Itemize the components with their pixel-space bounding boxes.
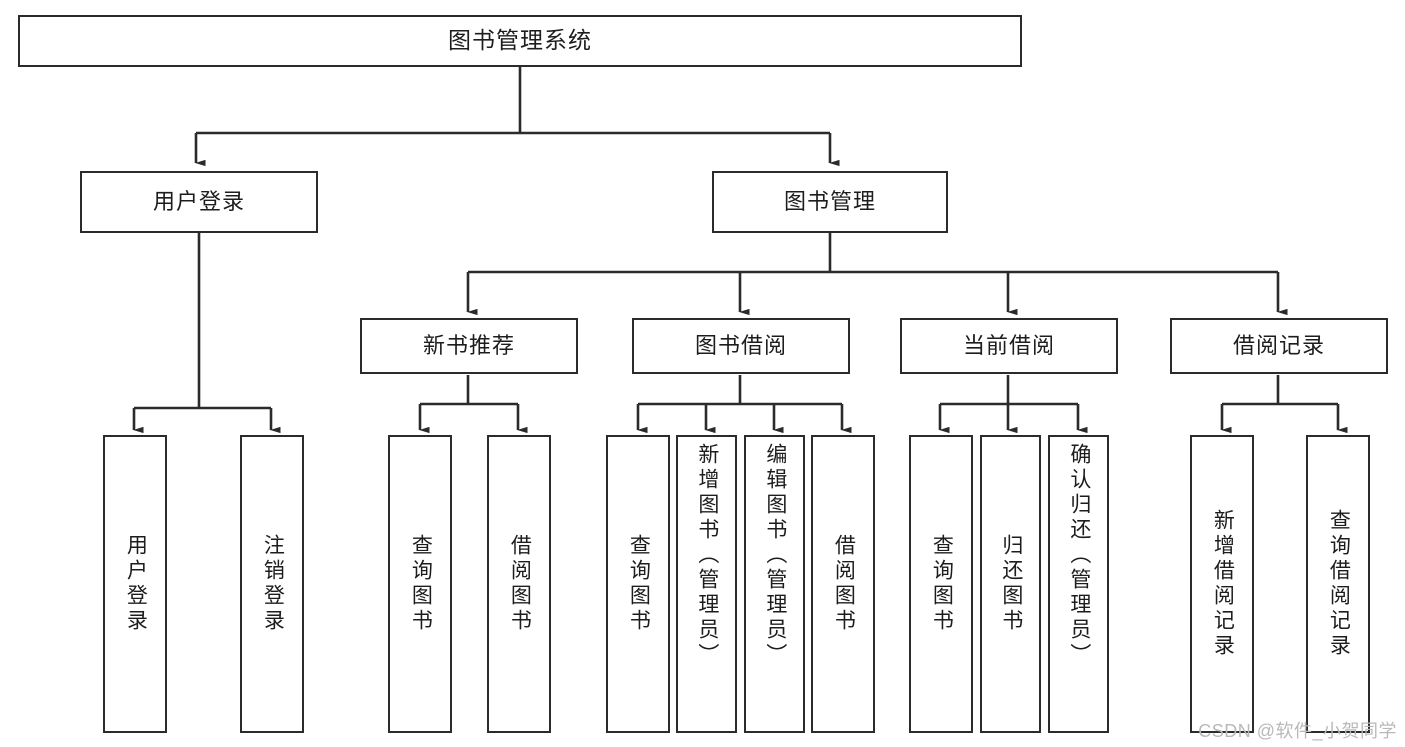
node-leaf-br-add-record[interactable]: 新增借阅记录 bbox=[1190, 435, 1254, 733]
node-leaf-br-add-record-label: 新增借阅记录 bbox=[1211, 509, 1235, 659]
node-leaf-user-login-label: 用户登录 bbox=[124, 534, 148, 634]
node-borrow-record[interactable]: 借阅记录 bbox=[1170, 318, 1388, 374]
node-leaf-rec-query-book-label: 查询图书 bbox=[409, 534, 433, 634]
node-leaf-bb-add-book-label: 新增图书（管理员） bbox=[695, 443, 719, 668]
node-leaf-user-logout[interactable]: 注销登录 bbox=[240, 435, 304, 733]
node-leaf-cb-confirm-return[interactable]: 确认归还（管理员） bbox=[1048, 435, 1109, 733]
node-leaf-br-query-record-label: 查询借阅记录 bbox=[1327, 509, 1351, 659]
node-leaf-bb-query-book[interactable]: 查询图书 bbox=[606, 435, 670, 733]
node-new-book-rec-label: 新书推荐 bbox=[422, 332, 515, 358]
node-leaf-cb-confirm-return-label: 确认归还（管理员） bbox=[1067, 443, 1091, 668]
node-leaf-user-logout-label: 注销登录 bbox=[261, 534, 285, 634]
node-root-label: 图书管理系统 bbox=[448, 27, 592, 54]
node-current-borrow[interactable]: 当前借阅 bbox=[900, 318, 1118, 374]
node-leaf-cb-query-book[interactable]: 查询图书 bbox=[909, 435, 973, 733]
node-leaf-bb-add-book[interactable]: 新增图书（管理员） bbox=[676, 435, 737, 733]
node-leaf-rec-borrow-book-label: 借阅图书 bbox=[508, 534, 532, 634]
node-user-login-label: 用户登录 bbox=[152, 188, 245, 214]
node-book-manage[interactable]: 图书管理 bbox=[712, 171, 948, 233]
node-leaf-bb-edit-book-label: 编辑图书（管理员） bbox=[763, 443, 787, 668]
node-leaf-bb-query-book-label: 查询图书 bbox=[627, 534, 651, 634]
node-book-borrow-label: 图书借阅 bbox=[694, 332, 787, 358]
node-leaf-user-login[interactable]: 用户登录 bbox=[103, 435, 167, 733]
node-leaf-cb-query-book-label: 查询图书 bbox=[930, 534, 954, 634]
node-leaf-bb-borrow-book-label: 借阅图书 bbox=[832, 534, 856, 634]
node-current-borrow-label: 当前借阅 bbox=[962, 332, 1055, 358]
node-leaf-cb-return-book-label: 归还图书 bbox=[999, 534, 1023, 634]
node-leaf-bb-borrow-book[interactable]: 借阅图书 bbox=[811, 435, 875, 733]
node-user-login[interactable]: 用户登录 bbox=[80, 171, 318, 233]
node-root[interactable]: 图书管理系统 bbox=[18, 15, 1022, 67]
node-leaf-rec-query-book[interactable]: 查询图书 bbox=[388, 435, 452, 733]
watermark-text: CSDN @软件_小贺同学 bbox=[1198, 721, 1397, 741]
node-book-manage-label: 图书管理 bbox=[783, 188, 876, 214]
node-new-book-rec[interactable]: 新书推荐 bbox=[360, 318, 578, 374]
node-borrow-record-label: 借阅记录 bbox=[1232, 332, 1325, 358]
node-book-borrow[interactable]: 图书借阅 bbox=[632, 318, 850, 374]
node-leaf-bb-edit-book[interactable]: 编辑图书（管理员） bbox=[744, 435, 805, 733]
node-leaf-rec-borrow-book[interactable]: 借阅图书 bbox=[487, 435, 551, 733]
node-leaf-br-query-record[interactable]: 查询借阅记录 bbox=[1306, 435, 1370, 733]
node-leaf-cb-return-book[interactable]: 归还图书 bbox=[980, 435, 1041, 733]
